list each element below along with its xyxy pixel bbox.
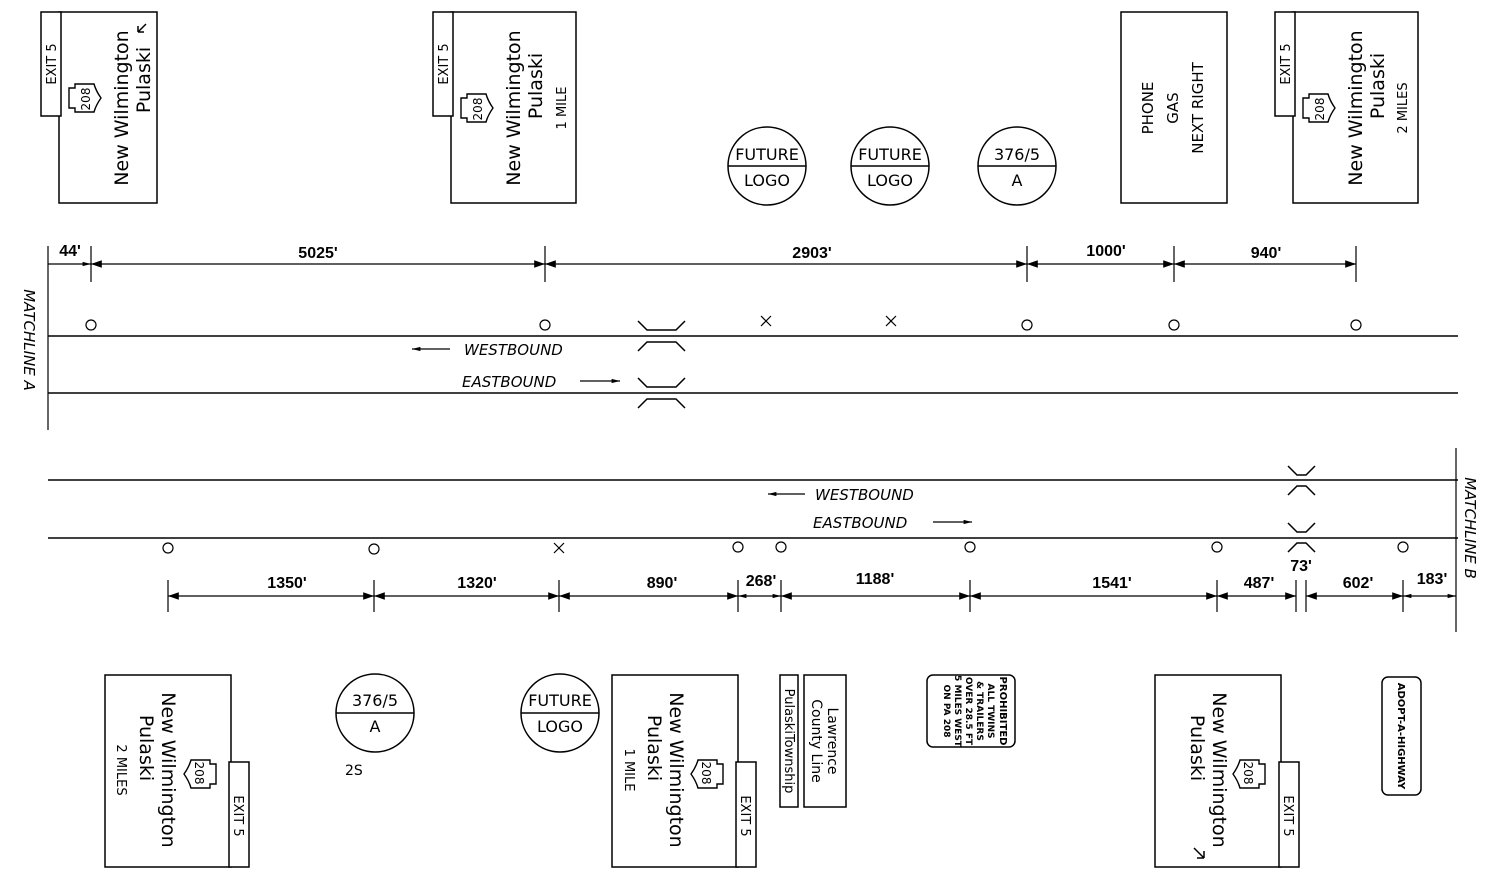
svg-text:376/5: 376/5	[352, 691, 398, 710]
distance-label: 2 MILES	[1396, 82, 1411, 133]
westbound-label: WESTBOUND	[464, 341, 563, 359]
dimension-label: 890'	[647, 575, 678, 592]
roadway-top: WESTBOUND EASTBOUND	[48, 320, 1458, 409]
dimension-line-top: 44' 5025' 2903' 1000' 940'	[47, 243, 1357, 430]
svg-text:LOGO: LOGO	[537, 717, 583, 736]
dimension-label: 268'	[746, 573, 777, 590]
eastbound-label: EASTBOUND	[462, 373, 556, 391]
destination-line1: New Wilmington	[665, 692, 687, 847]
dimension-label: 1320'	[457, 575, 496, 592]
up-left-arrow-icon	[137, 23, 147, 33]
sign-post-markers-bottom	[162, 541, 1409, 555]
dimension-label: 5025'	[298, 245, 337, 262]
eastbound-label: EASTBOUND	[813, 514, 907, 532]
distance-label: 1 MILE	[555, 87, 570, 130]
svg-text:NEXT RIGHT: NEXT RIGHT	[1189, 61, 1207, 153]
svg-text:OVER 28.5 FT: OVER 28.5 FT	[963, 677, 973, 746]
destination-line1: New Wilmington	[157, 692, 179, 847]
township-county-sign: PulaskiTownship Lawrence County Line	[779, 674, 847, 808]
westbound-label: WESTBOUND	[815, 486, 914, 504]
destination-line1: New Wilmington	[1208, 692, 1230, 847]
destination-line2: Pulaski	[525, 53, 547, 119]
future-logo-sign-top-1: FUTURE LOGO	[727, 126, 807, 206]
guide-sign-exit5-top-1: EXIT 5 208 New Wilmington Pulaski	[40, 11, 158, 204]
svg-text:FUTURE: FUTURE	[528, 691, 592, 710]
township-label: PulaskiTownship	[781, 689, 796, 794]
dimension-label: 73'	[1290, 558, 1312, 575]
route-number: 208	[471, 98, 485, 121]
svg-text:A: A	[370, 717, 381, 736]
dimension-label: 1188'	[856, 571, 895, 588]
destination-line2: Pulaski	[1367, 53, 1389, 119]
dimension-label: 940'	[1251, 245, 1282, 262]
route-number: 208	[699, 762, 713, 785]
guide-sign-exit5-top-2miles: EXIT 5 208 New Wilmington Pulaski 2 MILE…	[1274, 11, 1419, 204]
future-logo-sign-bottom: FUTURE LOGO	[520, 673, 600, 753]
services-sign: PHONE GAS NEXT RIGHT	[1120, 11, 1228, 204]
svg-text:LOGO: LOGO	[867, 171, 913, 190]
route-number: 208	[1241, 762, 1255, 785]
milepost-label: 2S	[345, 763, 363, 779]
exit-label: EXIT 5	[45, 43, 60, 84]
roadway-bottom: WESTBOUND EASTBOUND	[48, 448, 1458, 632]
destination-line2: Pulaski	[135, 715, 157, 781]
prohibited-trailers-sign: PROHIBITED ALL TWINS & TRAILERS OVER 28.…	[926, 674, 1016, 748]
sign-post-markers-top	[85, 315, 1362, 331]
milepost-sign-bottom: 376/5 A 2S	[335, 673, 415, 779]
svg-text:376/5: 376/5	[994, 145, 1040, 164]
destination-line1: New Wilmington	[111, 30, 133, 185]
dimension-label: 1350'	[267, 575, 306, 592]
county-line1: Lawrence	[824, 707, 840, 774]
guide-sign-exit5-bottom-2: EXIT 5 208 New Wilmington Pulaski	[1154, 674, 1300, 868]
svg-text:FUTURE: FUTURE	[858, 145, 922, 164]
future-logo-sign-top-2: FUTURE LOGO	[850, 126, 930, 206]
svg-text:FUTURE: FUTURE	[735, 145, 799, 164]
svg-text:A: A	[1012, 171, 1023, 190]
route-number: 208	[79, 88, 93, 111]
matchline-a: MATCHLINE A	[20, 289, 38, 391]
exit-label: EXIT 5	[437, 43, 452, 84]
dimension-label: 487'	[1244, 575, 1275, 592]
exit-label: EXIT 5	[737, 795, 752, 836]
route-number: 208	[1313, 98, 1327, 121]
svg-text:ALL TWINS: ALL TWINS	[985, 684, 995, 739]
dimension-label: 2903'	[792, 245, 831, 262]
destination-line1: New Wilmington	[503, 30, 525, 185]
route-number: 208	[192, 762, 206, 785]
destination-line2: Pulaski	[1186, 715, 1208, 781]
dimension-label: 602'	[1343, 575, 1374, 592]
svg-text:PROHIBITED: PROHIBITED	[997, 677, 1008, 746]
county-line2: County Line	[808, 699, 824, 783]
matchline-b: MATCHLINE B	[1461, 477, 1479, 579]
exit-label: EXIT 5	[1279, 43, 1294, 84]
milepost-sign-top: 376/5 A	[977, 126, 1057, 206]
dimension-line-bottom: 1350' 1320' 890' 268' 1188' 1541' 487' 7…	[167, 558, 1456, 612]
adopt-a-highway-sign: ADOPT-A-HIGHWAY	[1381, 676, 1422, 796]
svg-text:ON PA 208: ON PA 208	[941, 685, 951, 738]
down-right-arrow-icon	[1193, 847, 1205, 859]
dimension-label: 183'	[1417, 571, 1448, 588]
svg-text:& TRAILERS: & TRAILERS	[974, 681, 984, 741]
guide-sign-exit5-bottom-1mile: EXIT 5 208 New Wilmington Pulaski 1 MILE	[611, 674, 757, 868]
svg-text:ADOPT-A-HIGHWAY: ADOPT-A-HIGHWAY	[1395, 683, 1406, 790]
destination-line2: Pulaski	[133, 47, 155, 113]
distance-label: 2 MILES	[113, 744, 128, 795]
exit-label: EXIT 5	[230, 795, 245, 836]
dimension-label: 44'	[59, 243, 81, 260]
svg-text:PHONE: PHONE	[1139, 82, 1157, 135]
destination-line1: New Wilmington	[1345, 30, 1367, 185]
guide-sign-exit5-top-1mile: EXIT 5 208 New Wilmington Pulaski 1 MILE	[432, 11, 577, 204]
dimension-label: 1000'	[1086, 243, 1125, 260]
svg-text:5 MILES WEST: 5 MILES WEST	[952, 675, 962, 748]
destination-line2: Pulaski	[643, 715, 665, 781]
distance-label: 1 MILE	[621, 749, 636, 792]
exit-label: EXIT 5	[1280, 795, 1295, 836]
svg-text:LOGO: LOGO	[744, 171, 790, 190]
guide-sign-exit5-bottom-2miles: EXIT 5 208 New Wilmington Pulaski 2 MILE…	[104, 674, 250, 868]
dimension-label: 1541'	[1092, 575, 1131, 592]
svg-text:GAS: GAS	[1164, 92, 1182, 123]
